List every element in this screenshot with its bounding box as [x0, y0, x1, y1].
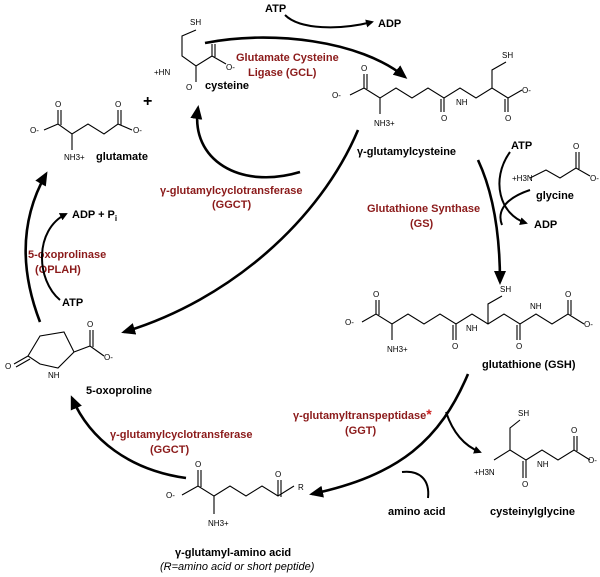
ggct-upper-line1: γ-glutamylcyclotransferase: [160, 185, 302, 197]
oplah-line2: (OPLAH): [35, 264, 81, 276]
ggct-upper-line2: (GGCT): [212, 199, 251, 211]
ggaa-o-minus: O-: [166, 491, 175, 500]
ggc-nh: NH: [456, 98, 468, 107]
glutathione-label: glutathione (GSH): [482, 359, 576, 371]
cysteinylglycine-sh: SH: [518, 409, 529, 418]
cysteine-o-minus: O-: [226, 63, 235, 72]
ggct-lower-line2: (GGCT): [150, 444, 189, 456]
glycine-o-minus: O-: [590, 174, 599, 183]
ggct-upper-arrow-to-cysteine: [190, 105, 301, 179]
gsh-o-top-left: O: [373, 290, 379, 299]
atp-oplah: ATP: [62, 297, 83, 309]
ggct-lower-arrow: [70, 395, 187, 480]
ggaa-o-right: O: [275, 470, 281, 479]
cysteine-carbonyl-o: O: [186, 83, 192, 92]
gcl-line2: Ligase (GCL): [248, 67, 317, 79]
glutamate-nh3: NH3+: [64, 153, 85, 162]
gcl-arrow: [204, 36, 408, 79]
gsh-nh1: NH: [466, 324, 478, 333]
atp-adp-arrow-gs: [498, 151, 528, 226]
plus-sign: +: [143, 93, 152, 110]
glutamate-o-right: O: [115, 100, 121, 109]
glutathione-structure: O- O NH3+ O NH SH O NH O O- glutathione …: [345, 285, 593, 371]
glycine-join-arrow: [499, 189, 531, 226]
amino-acid-label: amino acid: [388, 506, 445, 518]
gamma-glutamylcysteine-label: γ-glutamylcysteine: [357, 146, 456, 158]
oxoproline-structure: O NH O O- 5-oxoproline: [5, 320, 152, 397]
oxoproline-o-minus: O-: [104, 353, 113, 362]
cysteinylglycine-amine: +H3N: [474, 468, 495, 477]
cysteine-sh: SH: [190, 18, 201, 27]
glutamate-o-minus-left: O-: [30, 126, 39, 135]
gs-line1: Glutathione Synthase: [367, 203, 480, 215]
atp-gs: ATP: [511, 140, 532, 152]
oplah-arrow: [24, 171, 48, 323]
cysteine-amine: +HN: [154, 68, 170, 77]
glycine-amine: +H3N: [512, 174, 533, 183]
ggaa-r: R: [298, 483, 304, 492]
ggc-o-top: O: [361, 64, 367, 73]
ggc-o-minus-right: O-: [522, 86, 531, 95]
gsh-o-minus-left: O-: [345, 318, 354, 327]
glutamate-o-minus-right: O-: [133, 126, 142, 135]
cysteinylglycine-nh: NH: [537, 460, 549, 469]
ggaa-o-left: O: [195, 460, 201, 469]
gcl-line1: Glutamate Cysteine: [236, 52, 339, 64]
gsh-o-minus-right: O-: [584, 320, 593, 329]
atp-adp-arrow-oplah: [41, 213, 68, 301]
amino-acid-join-arrow: [401, 470, 430, 499]
ggc-sh: SH: [502, 51, 513, 60]
ggc-o-minus: O-: [332, 91, 341, 100]
ggc-o-amide: O: [441, 114, 447, 123]
cysteinylglycine-label: cysteinylglycine: [490, 506, 575, 518]
cysteinylglycine-o-top: O: [571, 426, 577, 435]
oxoproline-label: 5-oxoproline: [86, 385, 152, 397]
ggct-upper-arrow-to-oxoproline: [121, 129, 360, 335]
oxoproline-o-top: O: [87, 320, 93, 329]
glycine-label: glycine: [536, 190, 574, 202]
gamma-glutamylcysteine-structure: O- O NH3+ O NH SH O O- γ-glutamylcystein…: [332, 51, 531, 158]
glycine-o: O: [573, 142, 579, 151]
cysteine-label: cysteine: [205, 80, 249, 92]
oxoproline-o: O: [5, 362, 11, 371]
gsh-o-amide2: O: [516, 342, 522, 351]
adp-gs: ADP: [534, 219, 557, 231]
gsh-sh: SH: [500, 285, 511, 294]
oxoproline-nh: NH: [48, 371, 60, 380]
cysteinylglycine-o-minus: O-: [588, 456, 597, 465]
glutamate-structure: O- O O O- NH3+ glutamate: [30, 100, 148, 163]
ggt-arrow-to-gamma-glutamyl-aa: [309, 373, 470, 498]
gsh-o-right: O: [565, 290, 571, 299]
gamma-glutamyl-amino-acid-note: (R=amino acid or short peptide): [160, 561, 315, 573]
adp-top: ADP: [378, 18, 401, 30]
ggct-lower-line1: γ-glutamylcyclotransferase: [110, 429, 252, 441]
cysteinylglycine-o-bottom: O: [522, 480, 528, 489]
ggt-arrow-to-cysteinylglycine: [445, 411, 482, 454]
atp-adp-arrow-top: [284, 14, 374, 29]
glutamate-label: glutamate: [96, 151, 148, 163]
oplah-line1: 5-oxoprolinase: [28, 249, 106, 261]
gs-arrow: [476, 159, 506, 285]
gsh-nh3: NH3+: [387, 345, 408, 354]
gamma-glutamyl-amino-acid-structure: O- O NH3+ O R γ-glutamyl-amino acid (R=a…: [160, 460, 315, 573]
ggt-line2: (GGT): [345, 425, 376, 437]
cysteine-structure: SH +HN O O- cysteine: [154, 18, 249, 92]
ggc-o-bottom: O: [505, 114, 511, 123]
atp-top: ATP: [265, 3, 286, 15]
ggc-nh3: NH3+: [374, 119, 395, 128]
glutamate-o-left: O: [55, 100, 61, 109]
gamma-glutamyl-amino-acid-label: γ-glutamyl-amino acid: [175, 547, 291, 559]
gsh-nh2: NH: [530, 302, 542, 311]
glycine-structure: +H3N O O- glycine: [512, 142, 599, 202]
ggaa-nh3: NH3+: [208, 519, 229, 528]
gsh-o-amide1: O: [452, 342, 458, 351]
gs-line2: (GS): [410, 218, 434, 230]
ggt-line1: γ-glutamyltranspeptidase*: [293, 406, 432, 422]
adp-pi: ADP + Pi: [72, 209, 117, 223]
cysteinylglycine-structure: SH +H3N O NH O O- cysteinylglycine: [474, 409, 597, 518]
